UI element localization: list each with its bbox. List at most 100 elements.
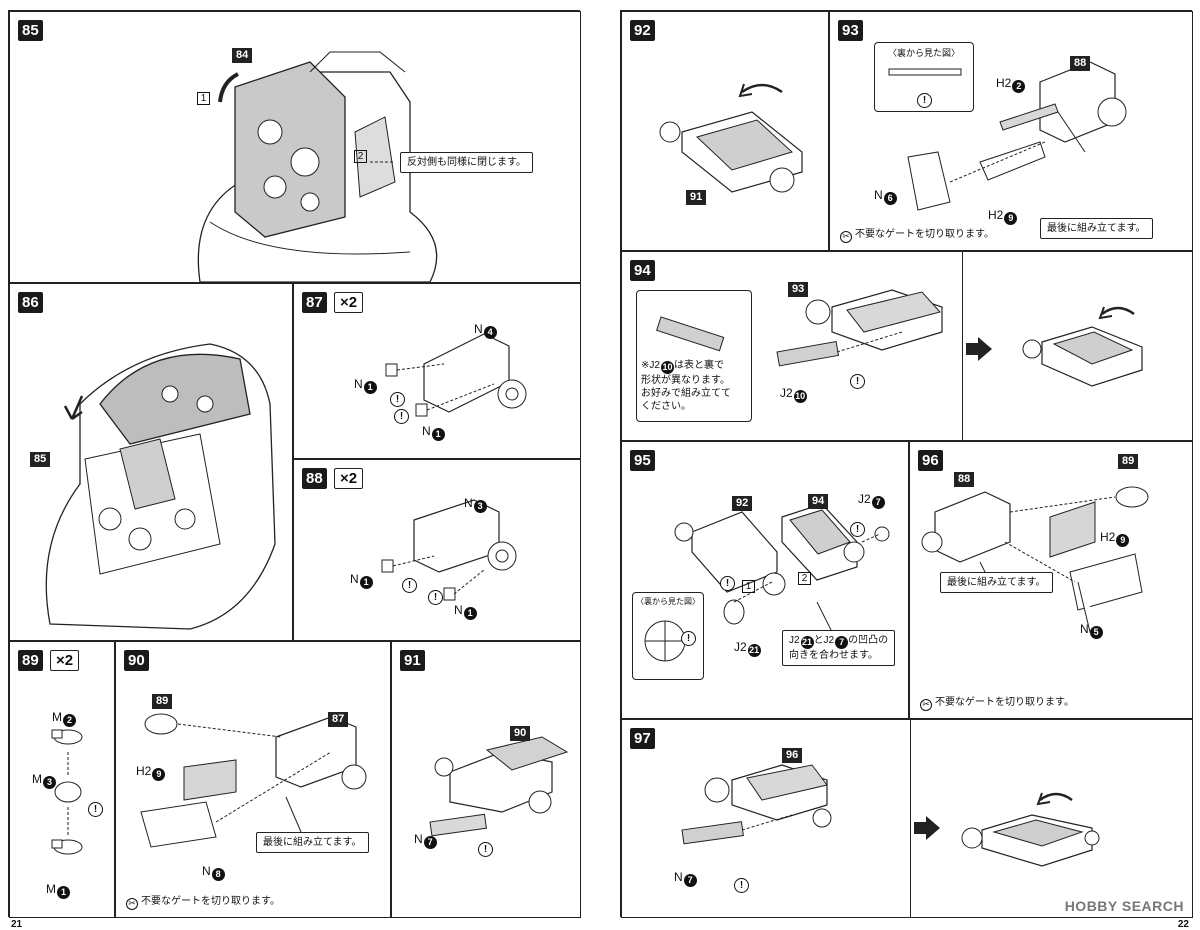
step-86-panel: 86 85	[9, 283, 293, 641]
caution-icon: !	[88, 802, 103, 817]
part-ref-88: 88	[954, 472, 975, 487]
back-view-caption: 〈裏から見た図〉	[887, 48, 960, 58]
step-number: 87	[302, 292, 327, 313]
back-view-inset: 〈裏から見た図〉 !	[874, 42, 974, 112]
part-ref-93: 93	[788, 282, 809, 297]
step-number: 89	[18, 650, 43, 671]
frame-merge-illustration	[674, 503, 890, 633]
caution-icon: !	[917, 93, 932, 108]
frame-assembly-illustration	[140, 713, 367, 848]
part-ref-90: 90	[510, 726, 531, 741]
multiplier-x2: ×2	[334, 292, 364, 313]
head-assembled-illustration	[45, 343, 276, 630]
order-marker-2: 2	[798, 572, 811, 585]
multiplier-x2: ×2	[334, 468, 364, 489]
step-number: 97	[630, 728, 655, 749]
step-number: 92	[630, 20, 655, 41]
step-divider	[962, 252, 963, 440]
back-view-inset: 〈裏から見た図〉 !	[632, 592, 704, 680]
frame-plate-illustration	[429, 736, 569, 837]
frame-rotate-illustration	[659, 83, 803, 193]
caution-icon: !	[850, 522, 865, 537]
caution-icon: !	[478, 842, 493, 857]
part-number-badge: 10	[660, 361, 674, 374]
back-view-caption: 〈裏から見た図〉	[636, 597, 700, 606]
step-85-panel: 85 84 1 2 反対側も同様に閉じます。	[9, 11, 581, 283]
gate-cut-note: ✂不要なゲートを切り取ります。	[920, 693, 1074, 711]
plate-insert-illustration	[776, 289, 1143, 387]
frame-plate-illustration	[681, 764, 1100, 867]
caution-icon: !	[394, 409, 409, 424]
order-marker-1: 1	[742, 580, 755, 593]
page-number-left: 21	[11, 919, 23, 930]
next-arrow-icon	[966, 337, 992, 361]
step-number: 94	[630, 260, 655, 281]
part-ref-89: 89	[152, 694, 173, 709]
order-marker-1: 1	[197, 92, 210, 105]
caution-icon: !	[850, 374, 865, 389]
nipper-icon: ✂	[126, 898, 138, 910]
note-text: ください。	[641, 401, 691, 412]
note-close-other-side: 反対側も同様に閉じます。	[400, 152, 533, 173]
head-closing-illustration	[197, 51, 438, 282]
step-number: 95	[630, 450, 655, 471]
caution-icon: !	[402, 578, 417, 593]
part-ref-88: 88	[1070, 56, 1091, 71]
frame-part-illustration	[381, 499, 517, 601]
frame-assembly-illustration	[907, 61, 1127, 211]
step-number: 93	[838, 20, 863, 41]
caution-icon: !	[428, 590, 443, 605]
joint-part-illustration	[51, 729, 83, 855]
step-92-panel: 92 91	[621, 11, 829, 251]
frame-assembly-illustration	[921, 486, 1149, 633]
step-number: 85	[18, 20, 43, 41]
part-ref-96: 96	[782, 748, 803, 763]
part-ref-94: 94	[808, 494, 829, 509]
caution-icon: !	[681, 631, 696, 646]
note-text: 形状が異なります。	[641, 375, 730, 386]
note-assemble-last: 最後に組み立てます。	[1040, 218, 1153, 239]
part-ref-91: 91	[686, 190, 707, 205]
note-text: お好みで組み立てて	[641, 388, 731, 399]
watermark: HOBBY SEARCH	[1064, 898, 1184, 914]
part-ref-89: 89	[1118, 454, 1139, 469]
step-divider	[910, 720, 911, 917]
step-number: 91	[400, 650, 425, 671]
note-text: ※J2	[641, 360, 660, 371]
step-number: 88	[302, 468, 327, 489]
step-number: 86	[18, 292, 43, 313]
joint-back-drawing	[644, 620, 686, 662]
gate-cut-note: ✂不要なゲートを切り取ります。	[840, 225, 994, 243]
caution-icon: !	[734, 878, 749, 893]
part-ref-92: 92	[732, 496, 753, 511]
plate-front-drawing	[656, 316, 725, 352]
